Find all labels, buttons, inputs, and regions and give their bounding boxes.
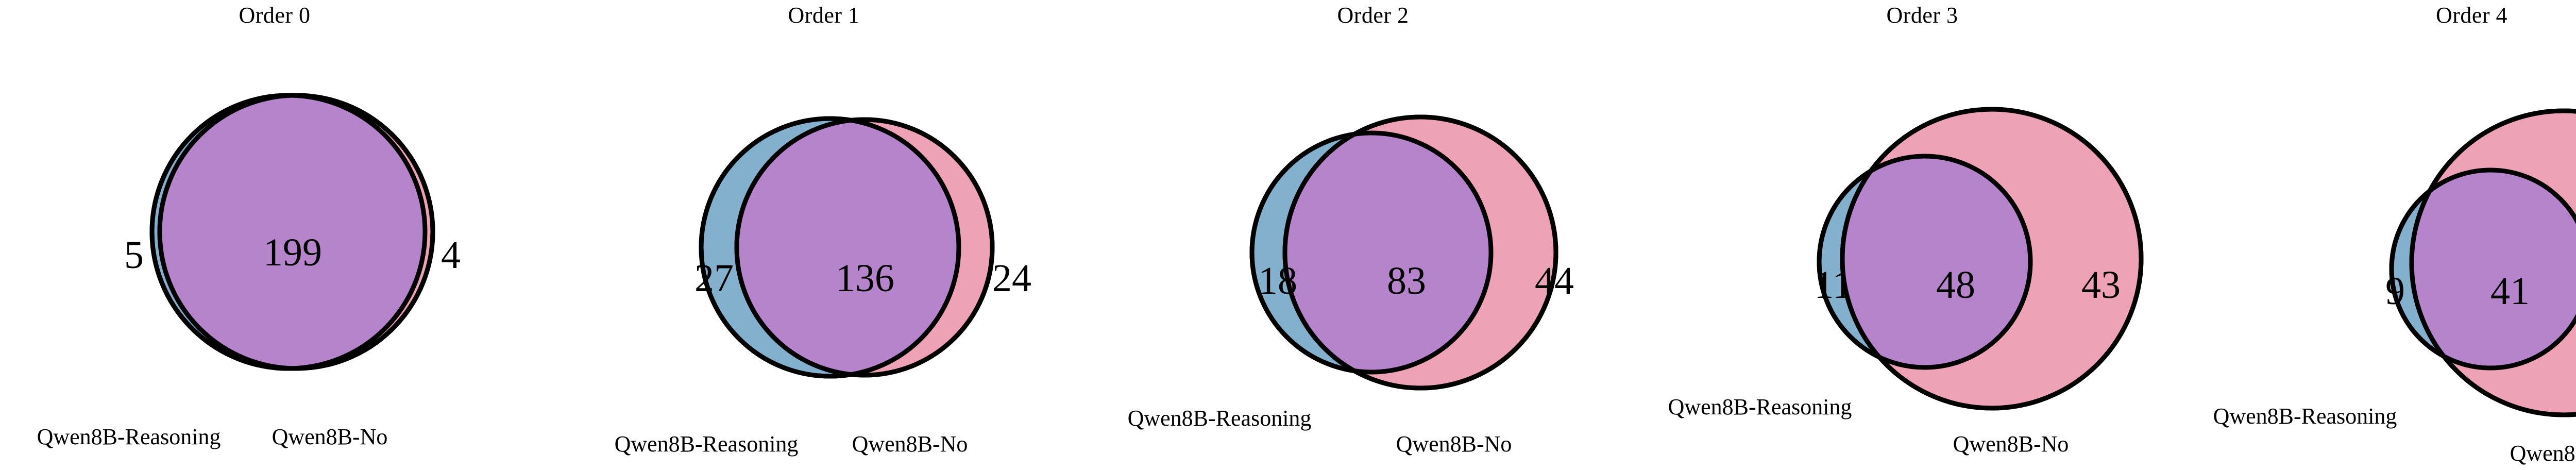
venn-diagram-4	[2389, 108, 2576, 417]
set-a-outline	[1249, 130, 1494, 375]
intersection-region	[2412, 170, 2576, 368]
count-both: 48	[1936, 263, 1975, 307]
set-label-a: Qwen8B-Reasoning	[1127, 406, 1312, 431]
venn-diagram-3	[1817, 107, 2144, 411]
venn-diagram-1	[699, 116, 995, 379]
set-b-outline	[1282, 114, 1558, 391]
count-only-a: 11	[1814, 263, 1852, 307]
count-only-b: 44	[1535, 259, 1574, 303]
panel-title: Order 1	[788, 3, 860, 28]
venn-panel-order-2: Order 2 18 83 44 Qwen8B-Reasoning Qwen8B…	[1098, 0, 1648, 470]
panel-title: Order 2	[1337, 3, 1409, 28]
intersection-region	[737, 120, 959, 375]
count-only-a: 27	[694, 257, 734, 300]
count-only-a: 9	[2385, 270, 2405, 313]
count-only-b: 4	[441, 233, 461, 277]
set-b-outline	[2409, 108, 2576, 417]
set-label-a: Qwen8B-Reasoning	[2213, 404, 2397, 429]
set-label-b: Qwen8B-No	[1953, 431, 2069, 457]
set-label-a: Qwen8B-Reasoning	[614, 431, 799, 457]
set-b-outline	[1840, 107, 2144, 411]
set-b-outline	[734, 117, 995, 378]
venn-diagram-0	[149, 93, 435, 371]
venn-panel-order-3: Order 3 11 48 43 Qwen8B-Reasoning Qwen8B…	[1648, 0, 2197, 470]
set-label-a: Qwen8B-Reasoning	[1668, 394, 1852, 419]
count-only-b: 43	[2081, 263, 2121, 307]
venn-panel-order-0: Order 0 5 199 4 Qwen8B-Reasoning Qwen8B-…	[0, 0, 549, 470]
set-a-outline	[2389, 167, 2576, 371]
set-label-a: Qwen8B-Reasoning	[37, 424, 221, 449]
set-label-b: Qwen8B-No	[852, 431, 968, 457]
count-both: 199	[263, 231, 322, 274]
set-a-outline	[1817, 154, 2033, 370]
count-only-a: 5	[124, 233, 144, 277]
count-only-a: 18	[1258, 259, 1297, 303]
panel-title: Order 0	[239, 3, 311, 28]
count-both: 41	[2490, 270, 2530, 313]
count-both: 136	[836, 257, 894, 300]
count-only-b: 24	[992, 257, 1031, 300]
venn-diagram-2	[1249, 114, 1558, 391]
set-a-outline	[699, 116, 961, 379]
set-label-b: Qwen8B-No	[272, 424, 388, 449]
venn-panel-order-4: Order 4 9 41 47 Qwen8B-Reasoning Qwen8B-…	[2197, 0, 2576, 470]
panel-title: Order 3	[1886, 3, 1958, 28]
panel-title: Order 4	[2435, 3, 2508, 28]
set-label-b: Qwen8B-No	[2510, 441, 2576, 466]
set-label-b: Qwen8B-No	[1396, 431, 1512, 457]
count-both: 83	[1387, 259, 1426, 303]
venn-panel-order-1: Order 1 27 136 24 Qwen8B-Reasoning Qwen8…	[549, 0, 1098, 470]
intersection-region	[160, 95, 425, 368]
intersection-region	[1842, 156, 2030, 367]
set-b-outline	[157, 93, 435, 371]
